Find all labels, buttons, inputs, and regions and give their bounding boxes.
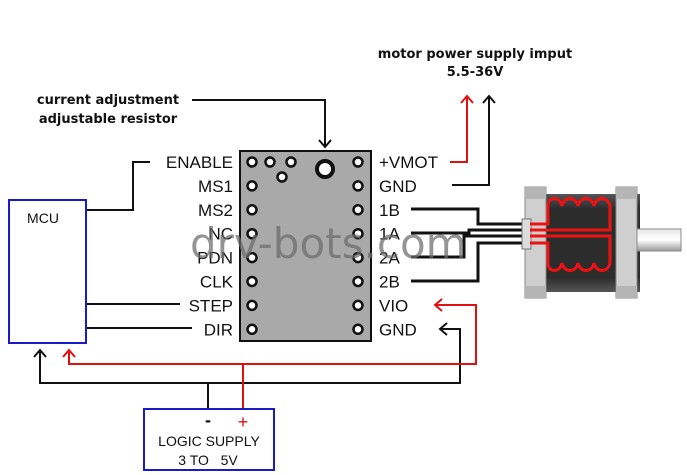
- logic-supply-label: LOGIC SUPPLY: [158, 433, 260, 449]
- pad-right: [352, 204, 364, 216]
- pad-left: [246, 323, 258, 336]
- pad-extra: [285, 156, 297, 168]
- mcu-label: MCU: [27, 210, 59, 226]
- pin-label-ms1: MS1: [198, 177, 233, 196]
- pad-left: [246, 156, 258, 168]
- logic-supply-range: 3 TO 5V: [178, 452, 238, 468]
- pin-label-gnd: GND: [379, 320, 417, 339]
- driver-pads: [246, 156, 364, 336]
- current-adjust-label: current adjustment: [37, 93, 179, 108]
- pin-label-vio: VIO: [379, 296, 408, 315]
- logic-supply-box: [143, 408, 275, 471]
- pad-right: [352, 227, 364, 240]
- pin-label-clk: CLK: [200, 273, 234, 292]
- stepper-motor: [521, 186, 682, 299]
- watermark: drv-bots.com: [190, 219, 467, 268]
- pad-left: [246, 299, 258, 312]
- potentiometer: [315, 159, 335, 179]
- pad-extra: [264, 156, 276, 168]
- right-pin-labels: +VMOT GND 1B 1A 2A 2B VIO GND: [379, 153, 438, 339]
- pin-label-enable: ENABLE: [166, 153, 233, 172]
- pin-label-vmot: +VMOT: [379, 153, 438, 172]
- pad-left: [246, 204, 258, 216]
- pin-label-1a: 1A: [379, 225, 400, 244]
- pin-label-2a: 2A: [379, 249, 400, 268]
- pin-label-step: STEP: [189, 296, 233, 315]
- pin-label-dir: DIR: [204, 320, 233, 339]
- current-adjust-pointer: [192, 99, 332, 149]
- motor-shaft: [636, 228, 682, 252]
- motor-gnd-wire: [452, 94, 496, 186]
- pin-label-1b: 1B: [379, 201, 400, 220]
- logic-supply-plus: +: [238, 412, 249, 432]
- pad-left: [246, 251, 258, 264]
- pin-label-ms2: MS2: [198, 201, 233, 220]
- pad-left: [246, 180, 258, 192]
- mcu-box: [8, 199, 87, 344]
- pin-label-pdn: PDN: [197, 249, 233, 268]
- enable-wire: [86, 161, 150, 211]
- logic-supply-minus: -: [205, 410, 211, 430]
- pad-left: [246, 275, 258, 288]
- pad-right: [352, 180, 364, 192]
- pad-extra: [276, 171, 288, 183]
- pad-left: [246, 227, 258, 240]
- pad-right: [352, 275, 364, 288]
- logic-gnd-wire: [33, 322, 461, 409]
- resistor-label: adjustable resistor: [39, 112, 178, 127]
- vmot-wire: [450, 94, 474, 163]
- motor-phase-wires: [411, 207, 527, 283]
- motor-connector: [521, 218, 532, 250]
- pad-right: [352, 323, 364, 336]
- motor-supply-voltage: 5.5-36V: [447, 65, 504, 80]
- motor-supply-label: motor power supply imput: [378, 47, 572, 62]
- pin-label-nc: NC: [208, 225, 233, 244]
- pin-label-2b: 2B: [379, 273, 400, 292]
- motor-coils: [530, 197, 612, 272]
- pad-right: [352, 251, 364, 264]
- pad-right: [352, 156, 364, 168]
- pin-label-gnd: GND: [379, 177, 417, 196]
- driver-board: [239, 150, 372, 342]
- logic-vcc-wire: [62, 298, 477, 409]
- pad-right: [352, 299, 364, 312]
